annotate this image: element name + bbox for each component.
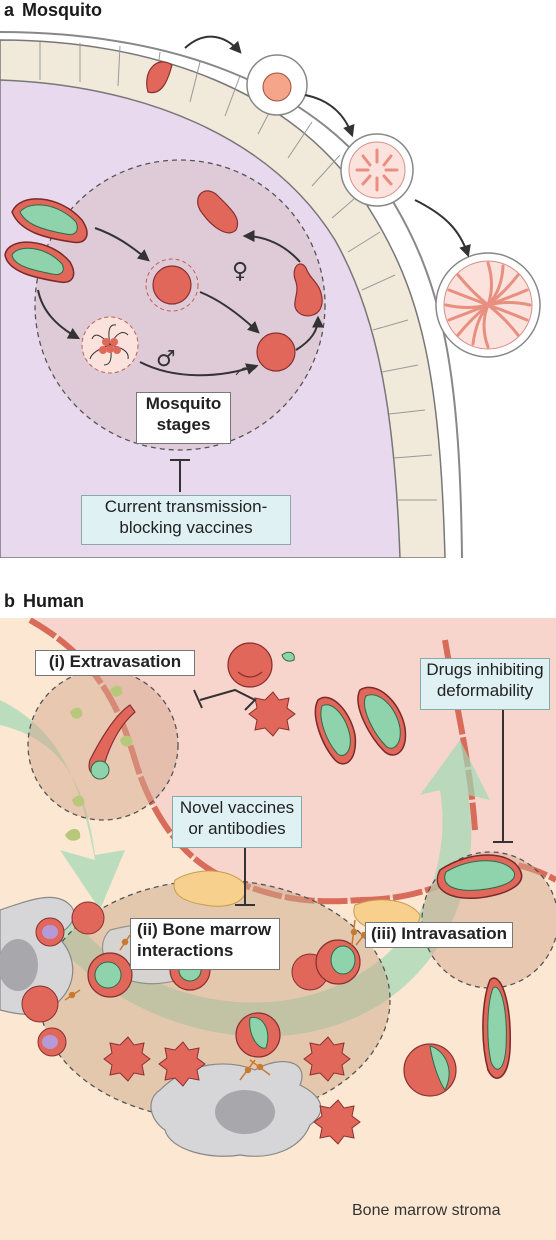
panel-a-title: Mosquito	[22, 0, 102, 20]
panel-b-letter: b	[4, 591, 15, 611]
arrow-oocyst-3	[414, 199, 471, 258]
arrow-to-male	[37, 289, 81, 340]
yellow-cell-1	[173, 870, 247, 907]
free-leaf-1	[65, 828, 81, 841]
extravasating-parasite	[70, 685, 136, 807]
oocyst-mid	[340, 133, 414, 207]
mosquito-stages-label: Mosquito stages	[136, 392, 231, 444]
female-gamete	[145, 258, 199, 312]
male-exflagellation	[81, 316, 139, 374]
oocyst-mature	[435, 252, 541, 358]
extravasation-label: (i) Extravasation	[35, 650, 195, 676]
gametocyte-vessel-2	[357, 686, 407, 756]
stromal-nucleus-left	[0, 939, 38, 991]
inhibition-line-extravasation	[199, 688, 257, 711]
panel-a-letter: a	[4, 0, 15, 20]
echinocyte-1	[248, 691, 296, 737]
intravasation-label: (iii) Intravasation	[365, 922, 513, 948]
gametocyte-2	[4, 241, 75, 284]
mosquito-panel	[0, 31, 541, 558]
nucleated-cell-1	[35, 917, 65, 947]
ookinete	[197, 190, 239, 234]
infected-cell-bm-3	[235, 1012, 281, 1058]
ookinete-crossing	[146, 61, 173, 94]
oocyst-early	[246, 54, 308, 116]
panel-b-title: Human	[23, 591, 85, 611]
arrow-male-zygote	[139, 361, 259, 377]
epithelial-cells	[39, 42, 437, 501]
zygote	[235, 332, 296, 376]
basal-lamina	[0, 31, 463, 558]
echinocyte-2	[158, 1041, 206, 1087]
gametocyte-lower-right	[482, 977, 511, 1079]
arrow-zygote-retort	[295, 315, 324, 351]
nucleated-cell-2	[37, 1027, 67, 1057]
panel-a-label: a Mosquito	[4, 0, 102, 21]
novel-vaccines-box: Novel vaccines or antibodies	[172, 796, 302, 848]
echinocyte-3	[303, 1036, 351, 1082]
infected-cell-bm-1	[87, 952, 133, 998]
female-symbol: ♀	[232, 259, 248, 284]
infected-cell-intra	[315, 939, 361, 985]
echinocyte-4	[313, 1099, 361, 1145]
flow-arrow-left	[0, 700, 125, 910]
bone-marrow-label: (ii) Bone marrow interactions	[130, 918, 280, 970]
echinocyte-5	[103, 1036, 151, 1082]
arrow-female-zygote	[199, 291, 260, 334]
current-vaccines-box: Current transmission-blocking vaccines	[81, 495, 291, 545]
arrow-oocyst-2	[304, 94, 355, 138]
retort-ookinete	[293, 263, 323, 317]
arrow-oocyst-1	[184, 35, 242, 54]
erythrocyte-top	[227, 642, 295, 688]
male-symbol: ♂	[156, 347, 176, 372]
arrow-retort-ookinete	[242, 230, 301, 263]
erythroblast-1	[71, 901, 105, 935]
erythrocyte-bm-1	[21, 985, 59, 1023]
inhibition-bar-extravasation	[193, 689, 203, 709]
panel-b-label: b Human	[4, 591, 84, 612]
arrow-to-female	[94, 227, 150, 262]
erythrocyte-infected-lower	[403, 1043, 457, 1097]
gametocyte-1	[11, 198, 88, 244]
stromal-nucleus-center	[215, 1090, 275, 1134]
gametocyte-intravasating	[436, 854, 523, 899]
bone-marrow-stroma-label: Bone marrow stroma	[352, 1202, 501, 1219]
gametocyte-vessel-1	[314, 696, 357, 765]
drugs-box: Drugs inhibiting deformability	[420, 658, 550, 710]
